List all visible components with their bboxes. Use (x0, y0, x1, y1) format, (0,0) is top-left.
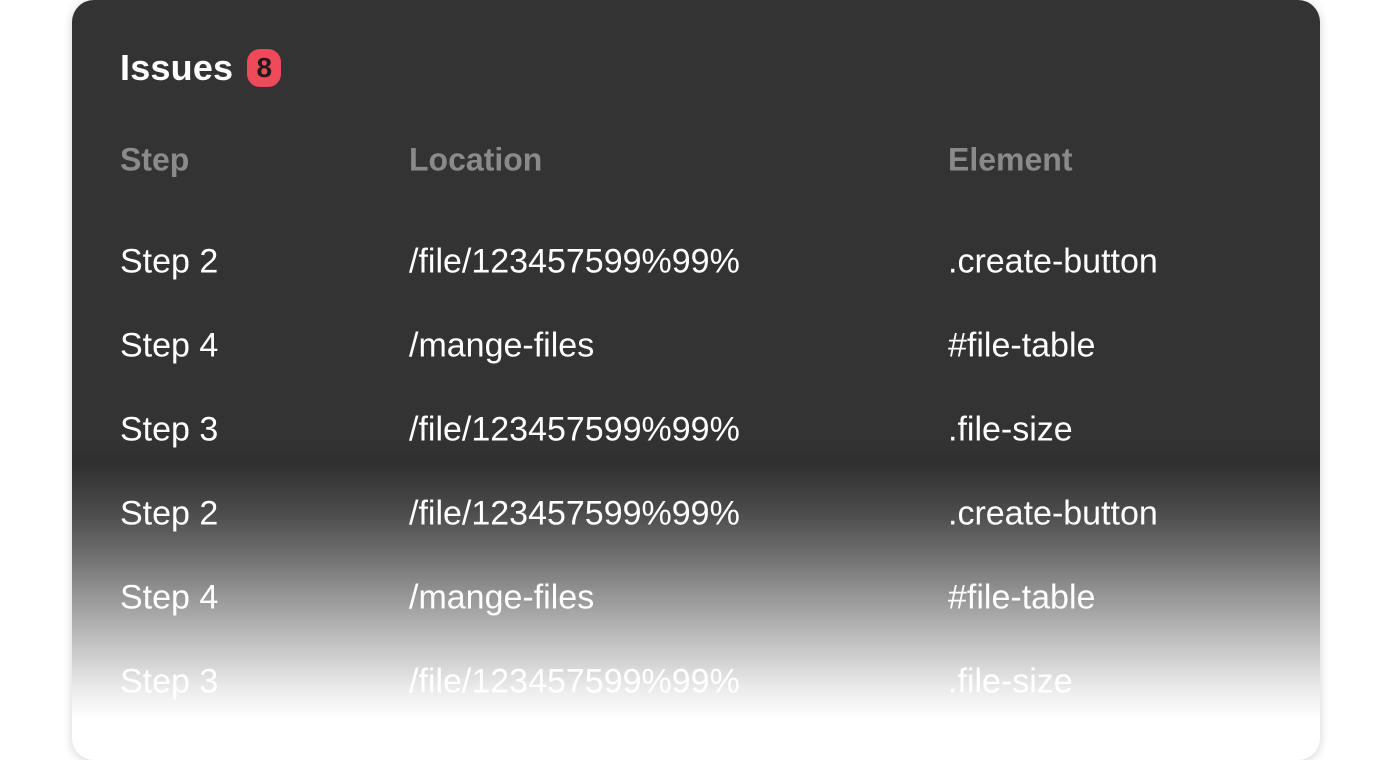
table-row[interactable]: Step 2 /file/123457599%99% .create-butto… (120, 220, 1270, 304)
element-cell: #file-table (948, 578, 1096, 617)
element-cell: .create-button (948, 242, 1158, 281)
location-cell: /mange-files (409, 578, 595, 617)
location-cell: /file/123457599%99% (409, 242, 740, 281)
step-cell: Step 3 (120, 662, 219, 701)
table-row[interactable]: Step 3 /file/123457599%99% .file-size (120, 388, 1270, 472)
panel-header: Issues 8 (120, 46, 282, 90)
column-header-step: Step (120, 141, 190, 178)
issues-panel: Issues 8 Step Location Element Step 2 /f… (72, 0, 1320, 760)
element-cell: #file-table (948, 326, 1096, 365)
table-row[interactable]: Step 4 /mange-files #file-table (120, 304, 1270, 388)
element-cell: .create-button (948, 494, 1158, 533)
element-cell: .file-size (948, 410, 1073, 449)
panel-title: Issues (120, 47, 234, 88)
location-cell: /file/123457599%99% (409, 662, 740, 701)
issue-count-badge: 8 (247, 49, 282, 87)
column-header-element: Element (948, 141, 1073, 178)
location-cell: /file/123457599%99% (409, 494, 740, 533)
table-row[interactable]: Step 3 /file/123457599%99% .file-size (120, 640, 1270, 724)
location-cell: /file/123457599%99% (409, 410, 740, 449)
table-header-row: Step Location Element (120, 138, 1270, 182)
step-cell: Step 2 (120, 494, 219, 533)
step-cell: Step 4 (120, 578, 219, 617)
issues-table: Step Location Element Step 2 /file/12345… (120, 138, 1270, 724)
table-row[interactable]: Step 4 /mange-files #file-table (120, 556, 1270, 640)
step-cell: Step 3 (120, 410, 219, 449)
table-row[interactable]: Step 2 /file/123457599%99% .create-butto… (120, 472, 1270, 556)
column-header-location: Location (409, 141, 543, 178)
location-cell: /mange-files (409, 326, 595, 365)
step-cell: Step 2 (120, 242, 219, 281)
step-cell: Step 4 (120, 326, 219, 365)
element-cell: .file-size (948, 662, 1073, 701)
